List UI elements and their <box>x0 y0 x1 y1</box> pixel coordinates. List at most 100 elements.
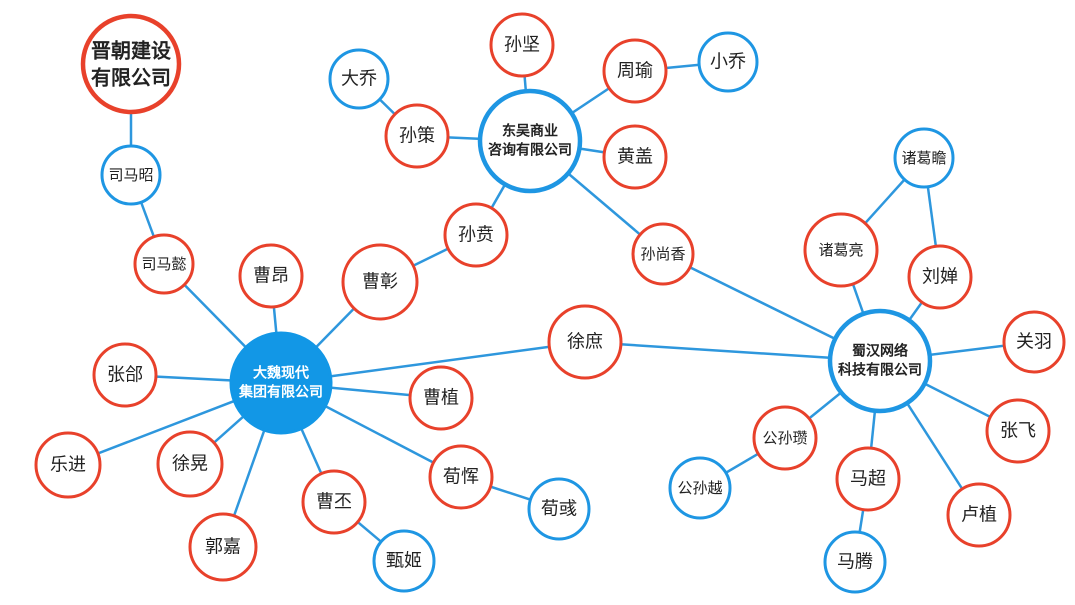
node-label-zhugeliang: 诸葛亮 <box>818 241 863 259</box>
node-label-gongsunzan: 公孙瓒 <box>762 429 807 447</box>
node-circle-mateng <box>823 530 887 594</box>
node-label-zhugezhan: 诸葛瞻 <box>901 149 946 167</box>
node-caoang[interactable]: 曹昂 <box>238 243 304 309</box>
node-circle-jin <box>80 13 182 115</box>
node-label-wu-0: 东吴商业 <box>502 123 558 140</box>
node-xuhuang[interactable]: 徐晃 <box>156 430 224 498</box>
node-sunce[interactable]: 孙策 <box>384 103 450 169</box>
node-circle-liushan <box>907 244 973 310</box>
node-label-caoang: 曹昂 <box>253 266 289 287</box>
node-label-wei-1: 集团有限公司 <box>238 383 323 400</box>
node-sunben[interactable]: 孙贲 <box>443 202 509 268</box>
node-luzhi[interactable]: 卢植 <box>946 482 1012 548</box>
node-caozhang[interactable]: 曹彰 <box>341 243 419 321</box>
node-label-sunjian: 孙坚 <box>504 35 540 56</box>
node-gongsunzan[interactable]: 公孙瓒 <box>752 405 818 471</box>
node-circle-daqiao <box>328 48 390 110</box>
node-circle-xuhuang <box>156 430 224 498</box>
node-label-xuhuang: 徐晃 <box>172 454 208 475</box>
node-caozhi[interactable]: 曹植 <box>408 365 474 431</box>
node-circle-xunyu <box>428 444 494 510</box>
node-circle-zhugezhan <box>893 127 955 189</box>
node-circle-gongsunzan <box>752 405 818 471</box>
node-liushan[interactable]: 刘婵 <box>907 244 973 310</box>
node-circle-caopi <box>301 469 367 535</box>
node-huanggai[interactable]: 黄盖 <box>602 124 668 190</box>
node-label-zhangfei: 张飞 <box>1000 421 1036 442</box>
node-label-xunyu: 荀恽 <box>443 467 479 488</box>
node-circle-caozhang <box>341 243 419 321</box>
node-circle-machao <box>835 446 901 512</box>
node-gongsunyue[interactable]: 公孙越 <box>668 456 732 520</box>
node-circle-guanyu <box>1002 310 1066 374</box>
node-circle-xunyu2 <box>527 477 591 541</box>
node-label-mateng: 马腾 <box>837 552 873 573</box>
node-label-zhanghe: 张郃 <box>107 365 143 386</box>
node-label-gongsunyue: 公孙越 <box>677 479 722 497</box>
node-label-zhenji: 甄姬 <box>386 551 422 572</box>
node-label-simayi: 司马懿 <box>141 255 186 273</box>
node-zhugeliang[interactable]: 诸葛亮 <box>803 212 879 288</box>
node-label-sunshangxiang: 孙尚香 <box>640 245 685 263</box>
node-label-xunyu2: 荀彧 <box>541 499 577 520</box>
node-simazhao[interactable]: 司马昭 <box>100 144 162 206</box>
node-circle-zhouyu <box>602 38 668 104</box>
node-label-daqiao: 大乔 <box>341 69 377 90</box>
node-label-wu-1: 咨询有限公司 <box>488 141 572 158</box>
node-label-huanggai: 黄盖 <box>617 147 653 168</box>
node-circle-caozhi <box>408 365 474 431</box>
node-guanyu[interactable]: 关羽 <box>1002 310 1066 374</box>
node-circle-zhangfei <box>985 398 1051 464</box>
node-circle-zhanghe <box>92 342 158 408</box>
node-machao[interactable]: 马超 <box>835 446 901 512</box>
node-circle-sunce <box>384 103 450 169</box>
node-zhenji[interactable]: 甄姬 <box>372 529 436 593</box>
node-circle-guojia <box>188 512 258 582</box>
node-circle-wei <box>229 331 333 435</box>
node-label-simazhao: 司马昭 <box>108 166 153 184</box>
node-caopi[interactable]: 曹丕 <box>301 469 367 535</box>
node-guojia[interactable]: 郭嘉 <box>188 512 258 582</box>
node-label-guojia: 郭嘉 <box>205 537 241 558</box>
node-zhanghe[interactable]: 张郃 <box>92 342 158 408</box>
node-label-sunben: 孙贲 <box>458 225 494 246</box>
node-simayi[interactable]: 司马懿 <box>133 233 195 295</box>
node-circle-gongsunyue <box>668 456 732 520</box>
node-sunjian[interactable]: 孙坚 <box>489 12 555 78</box>
node-circle-yuejin <box>34 431 102 499</box>
node-circle-simayi <box>133 233 195 295</box>
node-xunyu2[interactable]: 荀彧 <box>527 477 591 541</box>
node-circle-simazhao <box>100 144 162 206</box>
node-circle-xushu <box>547 304 623 380</box>
node-label-machao: 马超 <box>850 469 886 490</box>
node-daqiao[interactable]: 大乔 <box>328 48 390 110</box>
node-label-yuejin: 乐进 <box>50 455 86 476</box>
node-xushu[interactable]: 徐庶 <box>547 304 623 380</box>
node-label-caozhang: 曹彰 <box>362 272 398 293</box>
node-zhangfei[interactable]: 张飞 <box>985 398 1051 464</box>
node-circle-sunben <box>443 202 509 268</box>
node-mateng[interactable]: 马腾 <box>823 530 887 594</box>
node-label-jin-1: 有限公司 <box>91 66 171 90</box>
node-circle-caoang <box>238 243 304 309</box>
node-circle-luzhi <box>946 482 1012 548</box>
node-zhouyu[interactable]: 周瑜 <box>602 38 668 104</box>
node-circle-zhenji <box>372 529 436 593</box>
node-zhugezhan[interactable]: 诸葛瞻 <box>893 127 955 189</box>
node-circle-zhugeliang <box>803 212 879 288</box>
node-label-xiaoqiao: 小乔 <box>710 52 746 73</box>
node-xunyu[interactable]: 荀恽 <box>428 444 494 510</box>
node-label-liushan: 刘婵 <box>922 267 958 288</box>
node-label-caopi: 曹丕 <box>316 492 352 513</box>
node-yuejin[interactable]: 乐进 <box>34 431 102 499</box>
node-xiaoqiao[interactable]: 小乔 <box>697 31 759 93</box>
node-circle-shu <box>827 308 933 414</box>
node-sunshangxiang[interactable]: 孙尚香 <box>631 222 695 286</box>
node-label-guanyu: 关羽 <box>1016 332 1052 353</box>
node-circle-sunshangxiang <box>631 222 695 286</box>
